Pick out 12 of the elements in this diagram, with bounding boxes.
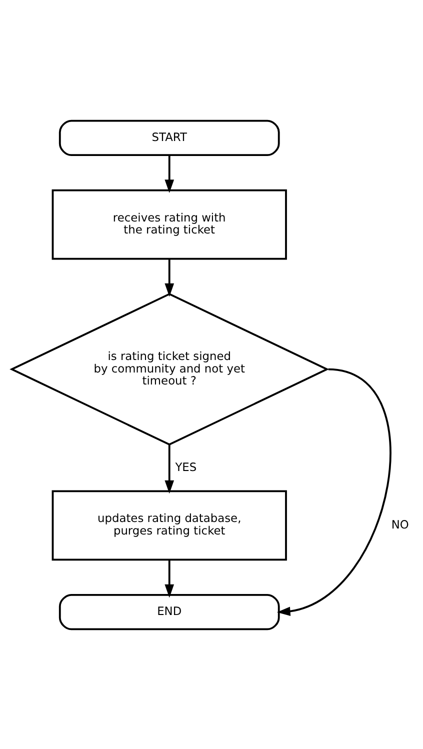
node-box: END [58,593,280,630]
node-box: START [58,119,280,156]
arrow [164,559,174,598]
edge-label: YES [175,459,197,474]
node-box: receives rating with the rating ticket [52,188,287,260]
arrow [164,154,174,193]
arrow [164,444,174,494]
arrow [164,258,174,296]
arrow [276,368,392,616]
node-diamond: is rating ticket signed by community and not yet timeout ? [10,292,330,446]
edge-label: NO [391,516,409,531]
node-box: updates rating database, purges rating ticket [52,490,287,560]
